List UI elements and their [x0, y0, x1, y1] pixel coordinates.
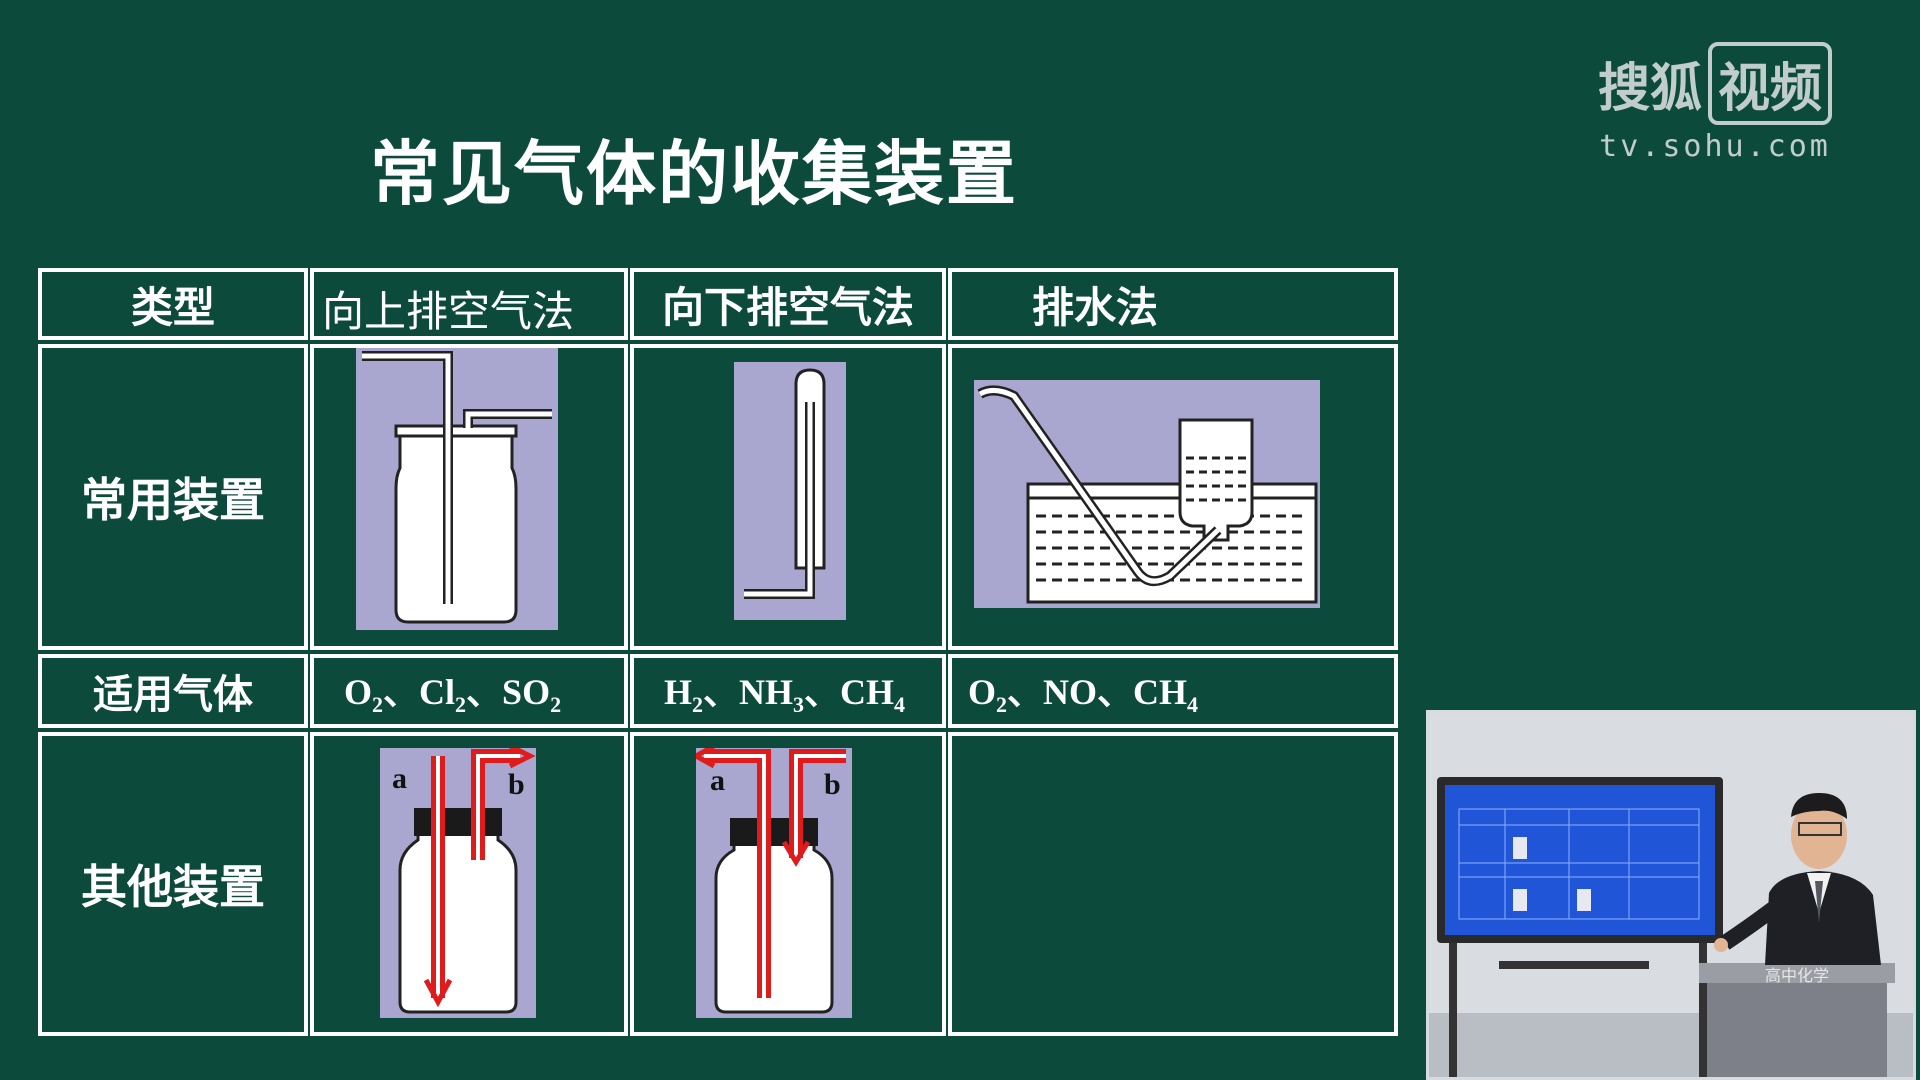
label-b: b — [824, 768, 841, 801]
cell-upward-apparatus — [310, 344, 628, 650]
upward-displacement-diagram — [356, 348, 558, 630]
sohu-watermark: 搜狐视频 tv.sohu.com — [1590, 42, 1840, 164]
watermark-url: tv.sohu.com — [1599, 129, 1831, 164]
row-label-apparatus: 常用装置 — [38, 344, 308, 650]
gases-water: O2、NO、CH4 — [948, 654, 1398, 728]
watermark-brand: 搜狐视频 — [1590, 42, 1840, 125]
gas-formula: O2、Cl2、SO2 — [344, 672, 562, 718]
cell-water-other-empty — [948, 732, 1398, 1036]
header-water: 排水法 — [948, 268, 1398, 340]
upward-other-diagram: a b — [380, 748, 536, 1018]
gas-formula: O2、NO、CH4 — [968, 672, 1199, 718]
downward-displacement-diagram — [734, 362, 846, 620]
row-label-other: 其他装置 — [38, 732, 308, 1036]
water-displacement-diagram — [974, 380, 1320, 608]
cell-downward-apparatus — [630, 344, 946, 650]
downward-other-diagram: a b — [696, 748, 852, 1018]
cell-water-apparatus — [948, 344, 1398, 650]
label-b: b — [508, 768, 525, 801]
cell-upward-other — [310, 732, 628, 1036]
watermark-brand-part1: 搜狐 — [1597, 59, 1702, 119]
teacher-video-frame: 高中化学 — [1429, 713, 1913, 1077]
row-label-gases: 适用气体 — [38, 654, 308, 728]
label-a: a — [392, 762, 407, 795]
header-upward: 向上排空气法 — [310, 268, 628, 340]
gases-downward: H2、NH3、CH4 — [630, 654, 946, 728]
page-title: 常见气体的收集装置 — [370, 133, 1018, 215]
teacher-video-inset: 高中化学 — [1426, 710, 1916, 1080]
header-type: 类型 — [38, 268, 308, 340]
header-downward: 向下排空气法 — [630, 268, 946, 340]
cell-downward-other — [630, 732, 946, 1036]
gas-formula: H2、NH3、CH4 — [664, 672, 906, 718]
watermark-brand-part2: 视频 — [1708, 42, 1833, 125]
label-a: a — [710, 764, 725, 797]
podium-label: 高中化学 — [1765, 966, 1829, 985]
gases-upward: O2、Cl2、SO2 — [310, 654, 628, 728]
